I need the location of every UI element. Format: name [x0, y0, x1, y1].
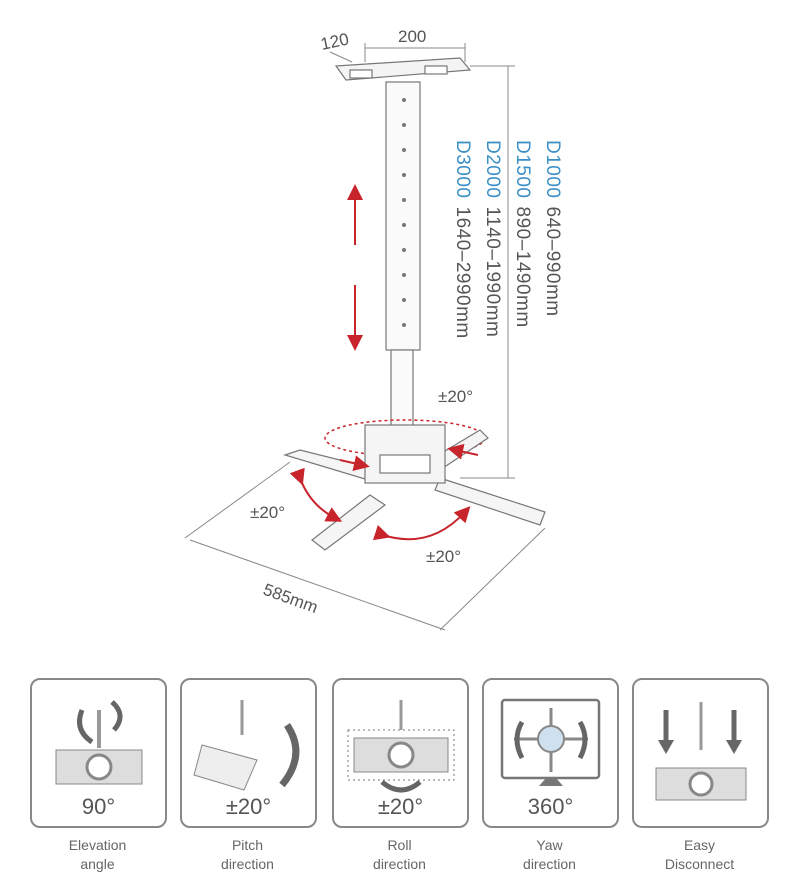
feature-yaw: 360° Yaw direction	[482, 678, 619, 874]
pole-holes	[402, 98, 406, 327]
arm-rotation-arrows-icon	[289, 443, 479, 541]
feature-label: Roll	[387, 837, 412, 853]
feature-label: Easy	[683, 837, 716, 853]
elevation-icon	[55, 700, 143, 785]
height-dimension-line	[460, 65, 515, 479]
base-dimension-line	[184, 461, 546, 631]
spec-d2000: D20001140–1990mm	[482, 140, 503, 338]
arm-angle-right-label: ±20°	[426, 547, 461, 566]
feature-label: Yaw	[536, 837, 563, 853]
extension-pole	[385, 81, 421, 429]
feature-label: Elevation	[68, 837, 127, 853]
plate-dimension-lines	[329, 43, 466, 63]
mount-diagram: 120 200 ±20° ±20° ±20°	[184, 27, 546, 631]
feature-label: direction	[221, 856, 274, 872]
feature-value: ±20°	[377, 794, 424, 819]
spec-d1000: D1000640–990mm	[542, 140, 563, 317]
feature-label: Disconnect	[664, 856, 735, 872]
feature-label: angle	[80, 856, 115, 872]
arm-angle-left-label: ±20°	[250, 503, 285, 522]
base-width-label: 585mm	[261, 580, 321, 617]
feature-label: direction	[523, 856, 576, 872]
spec-d1500: D1500890–1490mm	[512, 140, 533, 328]
spec-d3000: D30001640–2990mm	[452, 140, 473, 339]
feature-value: 90°	[81, 794, 116, 819]
pitch-icon	[193, 700, 300, 791]
feature-pitch: ±20° Pitch direction	[180, 678, 317, 874]
plate-depth-label: 120	[319, 29, 351, 53]
plate-width-label: 200	[398, 27, 426, 46]
feature-value: ±20°	[225, 794, 272, 819]
feature-label: direction	[373, 856, 426, 872]
ceiling-plate	[334, 57, 472, 81]
yaw-icon	[500, 698, 601, 786]
feature-elevation: 90° Elevation angle	[30, 678, 167, 874]
roll-icon	[347, 700, 455, 793]
projector-bracket	[283, 424, 546, 551]
feature-label: Pitch	[231, 837, 264, 853]
feature-roll: ±20° Roll direction	[332, 678, 469, 874]
feature-value: 360°	[527, 794, 574, 819]
disconnect-icon	[655, 702, 747, 801]
swivel-angle-label: ±20°	[438, 387, 473, 406]
